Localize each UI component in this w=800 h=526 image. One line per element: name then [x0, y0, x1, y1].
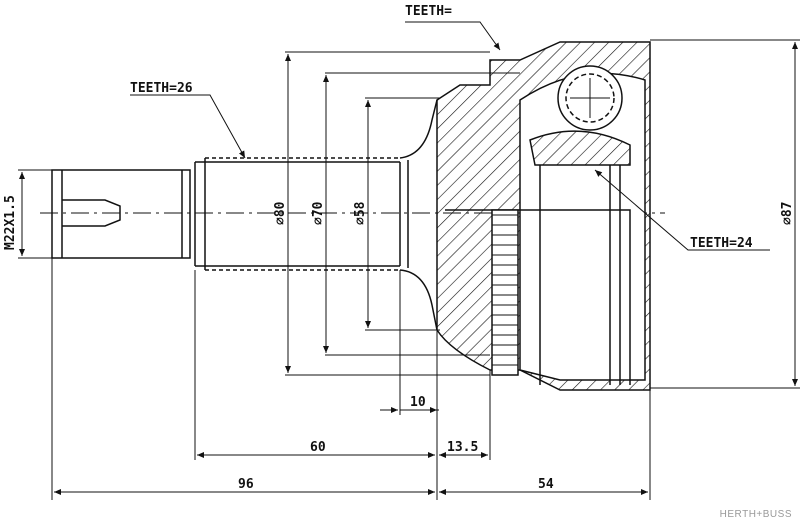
- label-dim-13-5: 13.5: [447, 440, 478, 455]
- label-dim-54: 54: [538, 477, 554, 492]
- thread-stub: [51, 169, 191, 259]
- label-thread: M22X1.5: [3, 195, 18, 250]
- label-dia-80: ⌀80: [273, 201, 288, 225]
- brand-logo: HERTH+BUSS: [719, 509, 792, 520]
- label-dia-87: ⌀87: [780, 202, 795, 225]
- label-teeth-top: TEETH=: [405, 4, 452, 19]
- label-dim-60: 60: [310, 440, 326, 455]
- outer-body: [445, 165, 631, 385]
- label-dim-10: 10: [410, 395, 426, 410]
- label-dia-70: ⌀70: [311, 201, 326, 225]
- label-dim-96: 96: [238, 477, 254, 492]
- label-dia-58: ⌀58: [353, 201, 368, 225]
- abs-ring: [491, 209, 519, 376]
- shaft: [194, 158, 400, 270]
- neck: [399, 99, 438, 331]
- label-teeth-inner: TEETH=24: [690, 236, 753, 251]
- label-teeth-shaft: TEETH=26: [130, 81, 193, 96]
